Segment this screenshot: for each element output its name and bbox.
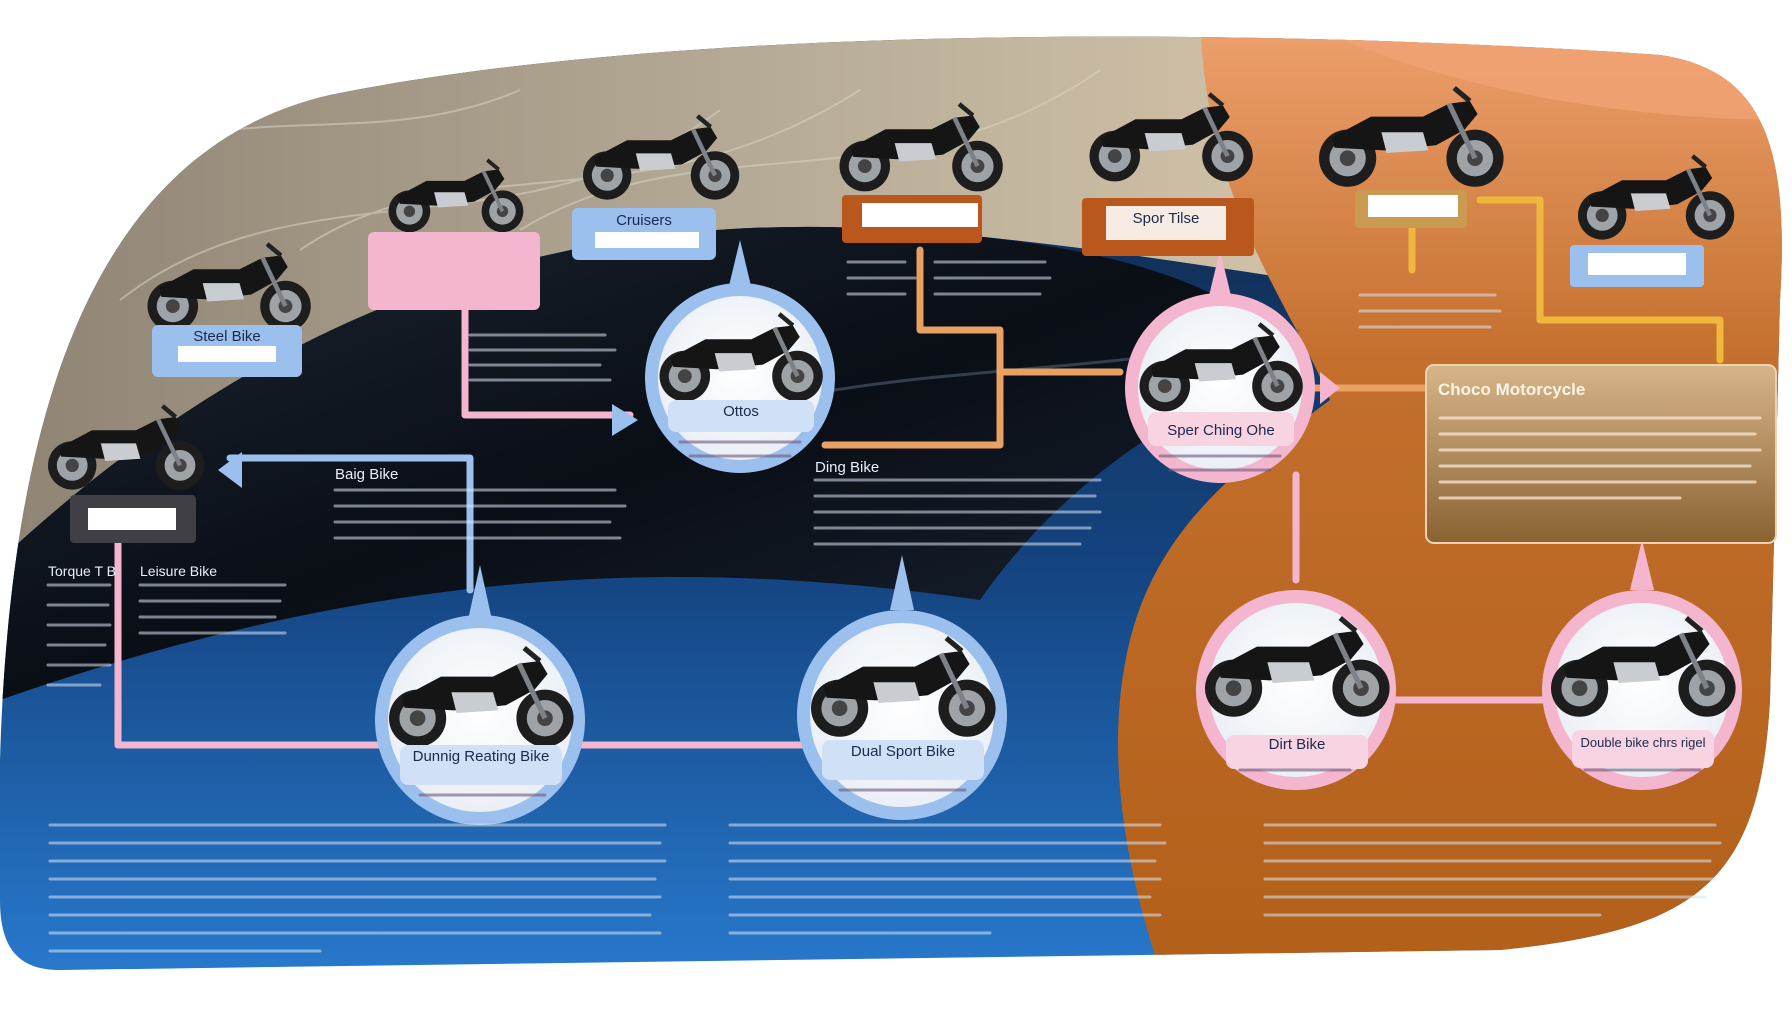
- node-label-sport-top: Spor Tilse: [1132, 210, 1200, 227]
- box-cruiser: [572, 208, 716, 260]
- box-steel-bike: [152, 325, 302, 377]
- box-orange-top: [1355, 190, 1467, 228]
- body-text-lines: [46, 260, 1762, 953]
- connector-lines: [114, 196, 1724, 749]
- side-label-leisure: Leisure Bike: [140, 563, 218, 579]
- node-label-steel-bike: Steel Bike: [193, 328, 261, 345]
- box-pink-note: [368, 232, 540, 310]
- node-label-touring-bike: Dunnig Reating Bike: [412, 748, 550, 765]
- box-left: [70, 495, 196, 543]
- circle-ottos: [645, 240, 835, 473]
- node-label-double-bike: Double bike chrs rigel: [1580, 735, 1706, 750]
- node-label-choose-motorcycle: Choco Motorcycle: [1438, 380, 1586, 399]
- node-label-dirt-bike: Dirt Bike: [1268, 736, 1326, 753]
- label-boxes: [70, 190, 1777, 544]
- node-label-cruiser: Cruisers: [616, 212, 672, 229]
- node-label-dual-sport: Dual Sport Bike: [850, 743, 956, 760]
- node-label-ottos: Ottos: [723, 403, 759, 420]
- circle-dual-sport: [797, 555, 1007, 820]
- side-label-torque: Torque T B: [48, 563, 116, 579]
- arrow-ottos: [612, 404, 638, 436]
- connector-bagger-blue: [226, 454, 474, 594]
- arrow-sport: [1320, 372, 1340, 404]
- connector-steel-pink: [461, 296, 634, 419]
- circle-double: [1542, 540, 1742, 790]
- node-label-sport-circle: Sper Ching Ohe: [1167, 422, 1275, 439]
- connector-yellow-right: [1476, 196, 1724, 364]
- node-label-ding-bike: Ding Bike: [815, 459, 880, 476]
- circle-sport: [1125, 250, 1315, 483]
- connector-leisure-touring: [114, 501, 404, 749]
- box-right-top: [1570, 245, 1704, 287]
- circle-touring: [375, 565, 585, 825]
- node-label-bagger: Baig Bike: [335, 466, 399, 483]
- box-ottos-top: [842, 195, 982, 243]
- box-sport-top: [1082, 198, 1254, 256]
- type-circles: [375, 240, 1742, 825]
- connector-ottos-orange: [821, 246, 1004, 449]
- arrow-bagger: [218, 452, 242, 488]
- circle-dirt: [1196, 590, 1396, 790]
